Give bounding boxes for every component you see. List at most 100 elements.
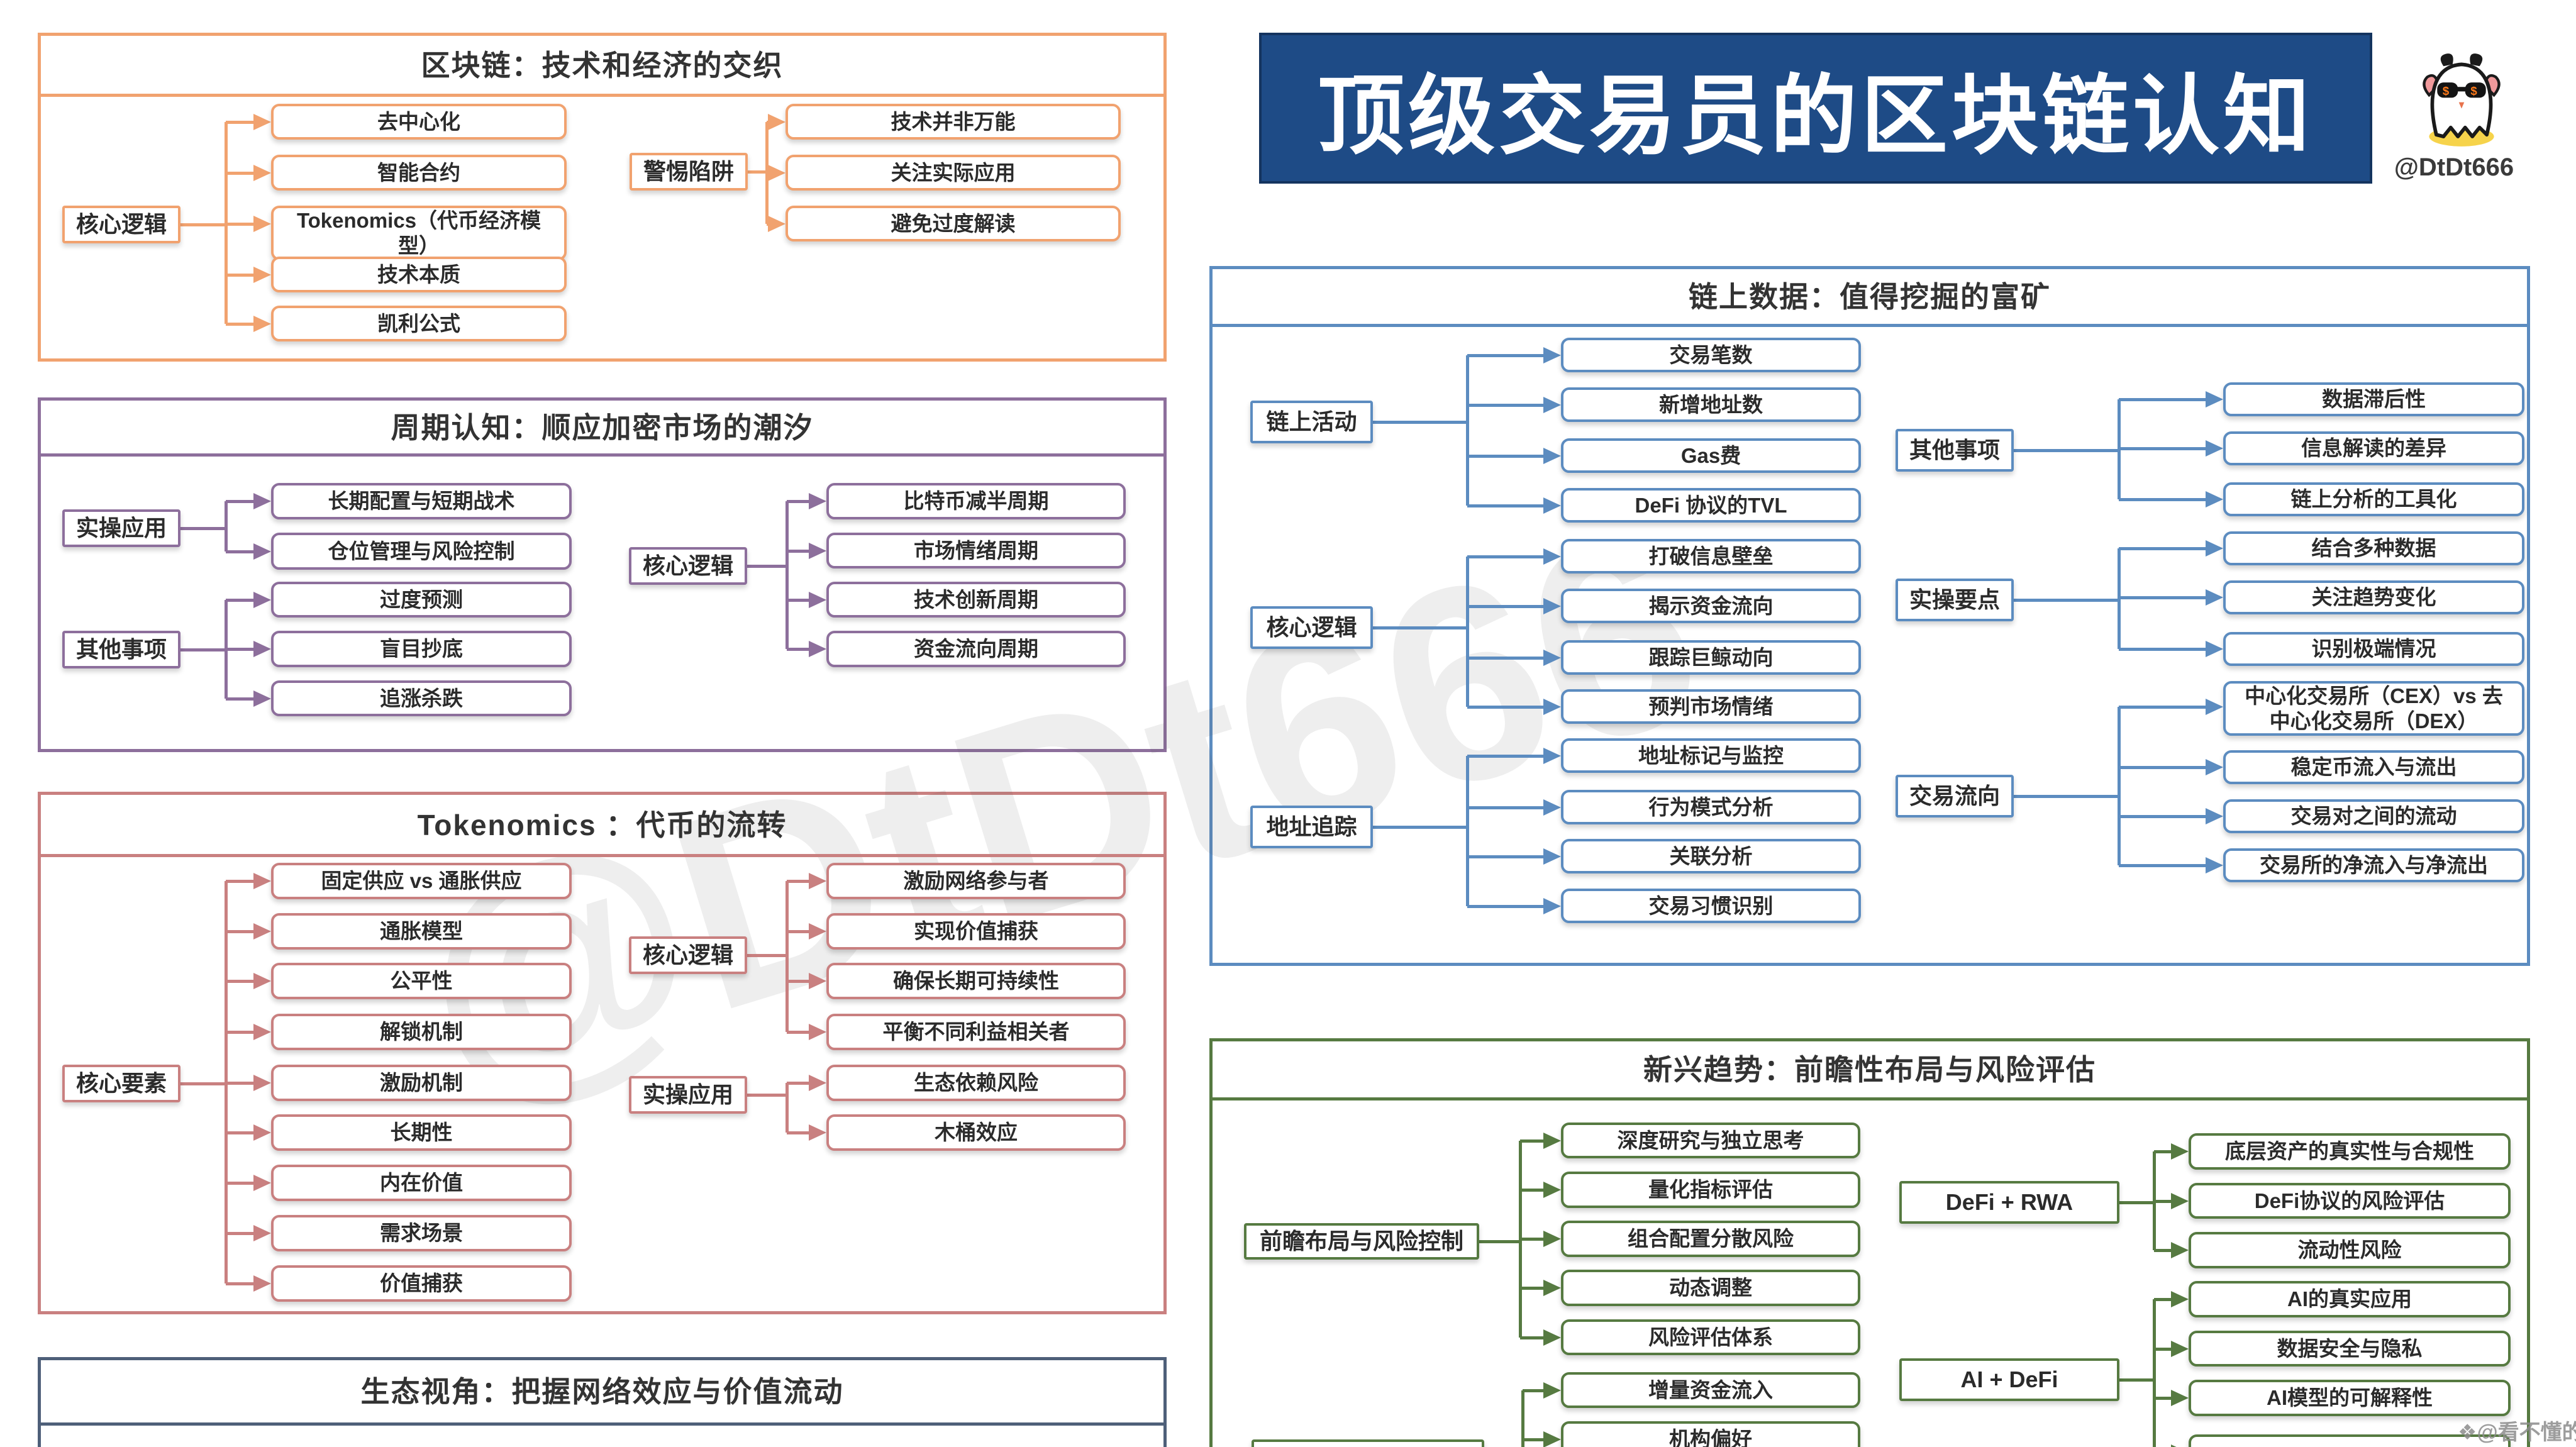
connector-arrowhead [253, 113, 271, 130]
node-parent: 核心逻辑 [629, 547, 747, 585]
connector-arrowhead [1543, 698, 1561, 715]
connector-branch [226, 500, 255, 503]
connector-branch [1523, 1389, 1545, 1392]
connector-branch [226, 930, 255, 933]
connector-arrowhead [253, 1124, 271, 1141]
node-child: 打破信息壁垒 [1561, 539, 1861, 574]
connector-parent-line [1373, 826, 1467, 829]
connector-arrowhead [1543, 1431, 1561, 1447]
connector-branch [1467, 904, 1545, 908]
connector-branch [226, 120, 255, 124]
connector-arrowhead [1543, 548, 1561, 565]
connector-branch [2119, 398, 2207, 401]
node-parent: 警惕陷阱 [630, 153, 748, 191]
panel-title-blockchain: 区块链：技术和经济的交织 [421, 48, 784, 82]
connector-arrowhead [253, 591, 271, 608]
connector-arrowhead [253, 641, 271, 657]
connector-parent-line [2119, 1201, 2154, 1204]
connector-arrowhead [2171, 1390, 2189, 1406]
node-child: 过度预测 [271, 582, 572, 618]
connector-trunk [2153, 1299, 2156, 1447]
connector-parent-line [1373, 626, 1467, 629]
connector-arrowhead [1543, 799, 1561, 816]
connector-branch [1467, 754, 1545, 758]
svg-text:$: $ [2443, 84, 2450, 97]
node-child: 比特币减半周期 [826, 483, 1126, 519]
author-handle: @DtDt666 [2394, 153, 2514, 181]
node-parent: AI + DeFi [1899, 1358, 2119, 1401]
node-child: 技术并非万能 [786, 104, 1121, 140]
node-parent: 前瞻布局与风险控制 [1244, 1223, 1479, 1260]
node-child: 链上分析的工具化 [2223, 482, 2524, 516]
connector-branch [2119, 706, 2207, 709]
node-child: 交易笔数 [1561, 338, 1861, 372]
connector-parent-line [2119, 1378, 2154, 1382]
connector-arrowhead [1543, 1132, 1561, 1149]
connector-branch [787, 880, 810, 883]
connector-trunk [1466, 755, 1469, 906]
connector-arrowhead [809, 923, 826, 940]
node-child: 确保长期可持续性 [826, 963, 1126, 999]
connector-branch [226, 322, 255, 326]
node-child: Tokenomics（代币经济模型） [271, 206, 567, 261]
connector-arrowhead [2171, 1143, 2189, 1160]
node-child: 长期性 [271, 1114, 572, 1151]
connector-branch [787, 1082, 810, 1085]
connector-trunk [1466, 556, 1469, 707]
node-child: 行为模式分析 [1561, 790, 1861, 824]
connector-arrowhead [1543, 897, 1561, 914]
connector-parent-line [747, 1094, 787, 1097]
connector-parent-line [2014, 449, 2119, 452]
connector-branch [1523, 1438, 1545, 1441]
panel-title-divider [1209, 324, 2530, 327]
node-child: 交易对之间的流动 [2223, 799, 2524, 833]
node-child: 平衡不同利益相关者 [826, 1014, 1126, 1050]
connector-branch [2119, 498, 2207, 501]
node-child: 数据安全与隐私 [2189, 1331, 2511, 1367]
node-child: 避免过度解读 [786, 206, 1121, 241]
connector-arrowhead [809, 542, 826, 559]
panel-title-divider [38, 854, 1167, 857]
connector-arrowhead [2171, 1192, 2189, 1209]
node-parent: 其他事项 [62, 631, 180, 668]
connector-branch [1467, 806, 1545, 809]
node-child: 识别极端情况 [2223, 632, 2524, 666]
connector-arrowhead [1543, 747, 1561, 764]
connector-trunk [225, 501, 228, 552]
connector-arrowhead [2206, 641, 2223, 657]
node-child: 增量资金流入 [1561, 1372, 1860, 1408]
connector-branch [2154, 1199, 2172, 1203]
connector-arrowhead [1543, 396, 1561, 413]
connector-trunk [2118, 707, 2121, 865]
connector-branch [1520, 1238, 1545, 1241]
node-parent: 实操要点 [1896, 579, 2014, 621]
connector-branch [1520, 1287, 1545, 1290]
connector-branch [1467, 454, 1545, 458]
connector-arrowhead [253, 1024, 271, 1040]
connector-trunk [786, 881, 789, 1032]
connector-arrowhead [1543, 1231, 1561, 1247]
connector-parent-line [180, 527, 226, 530]
connector-arrowhead [253, 923, 271, 940]
connector-arrowhead [2171, 1291, 2189, 1307]
node-child: 数据滞后性 [2223, 382, 2524, 416]
connector-parent-line [180, 223, 226, 226]
connector-branch [2154, 1150, 2172, 1153]
connector-arrowhead [2206, 857, 2223, 873]
connector-branch [787, 500, 810, 503]
node-child: 实现价值捕获 [826, 913, 1126, 950]
node-parent: 地址追踪 [1250, 806, 1373, 848]
connector-branch [787, 980, 810, 983]
connector-arrowhead [1543, 1280, 1561, 1296]
node-child: 追涨杀跌 [271, 680, 572, 716]
node-child: 交易所的净流入与净流出 [2223, 848, 2524, 882]
connector-branch [1467, 353, 1545, 357]
connector-arrowhead [1543, 497, 1561, 514]
node-child: 内在价值 [271, 1165, 572, 1201]
connector-branch [1467, 855, 1545, 858]
connector-trunk [1521, 1390, 1524, 1447]
node-child: 风险评估体系 [1561, 1319, 1860, 1355]
panel-ecosystem [38, 1357, 1167, 1447]
connector-arrowhead [2206, 808, 2223, 824]
connector-arrowhead [1543, 1382, 1561, 1399]
